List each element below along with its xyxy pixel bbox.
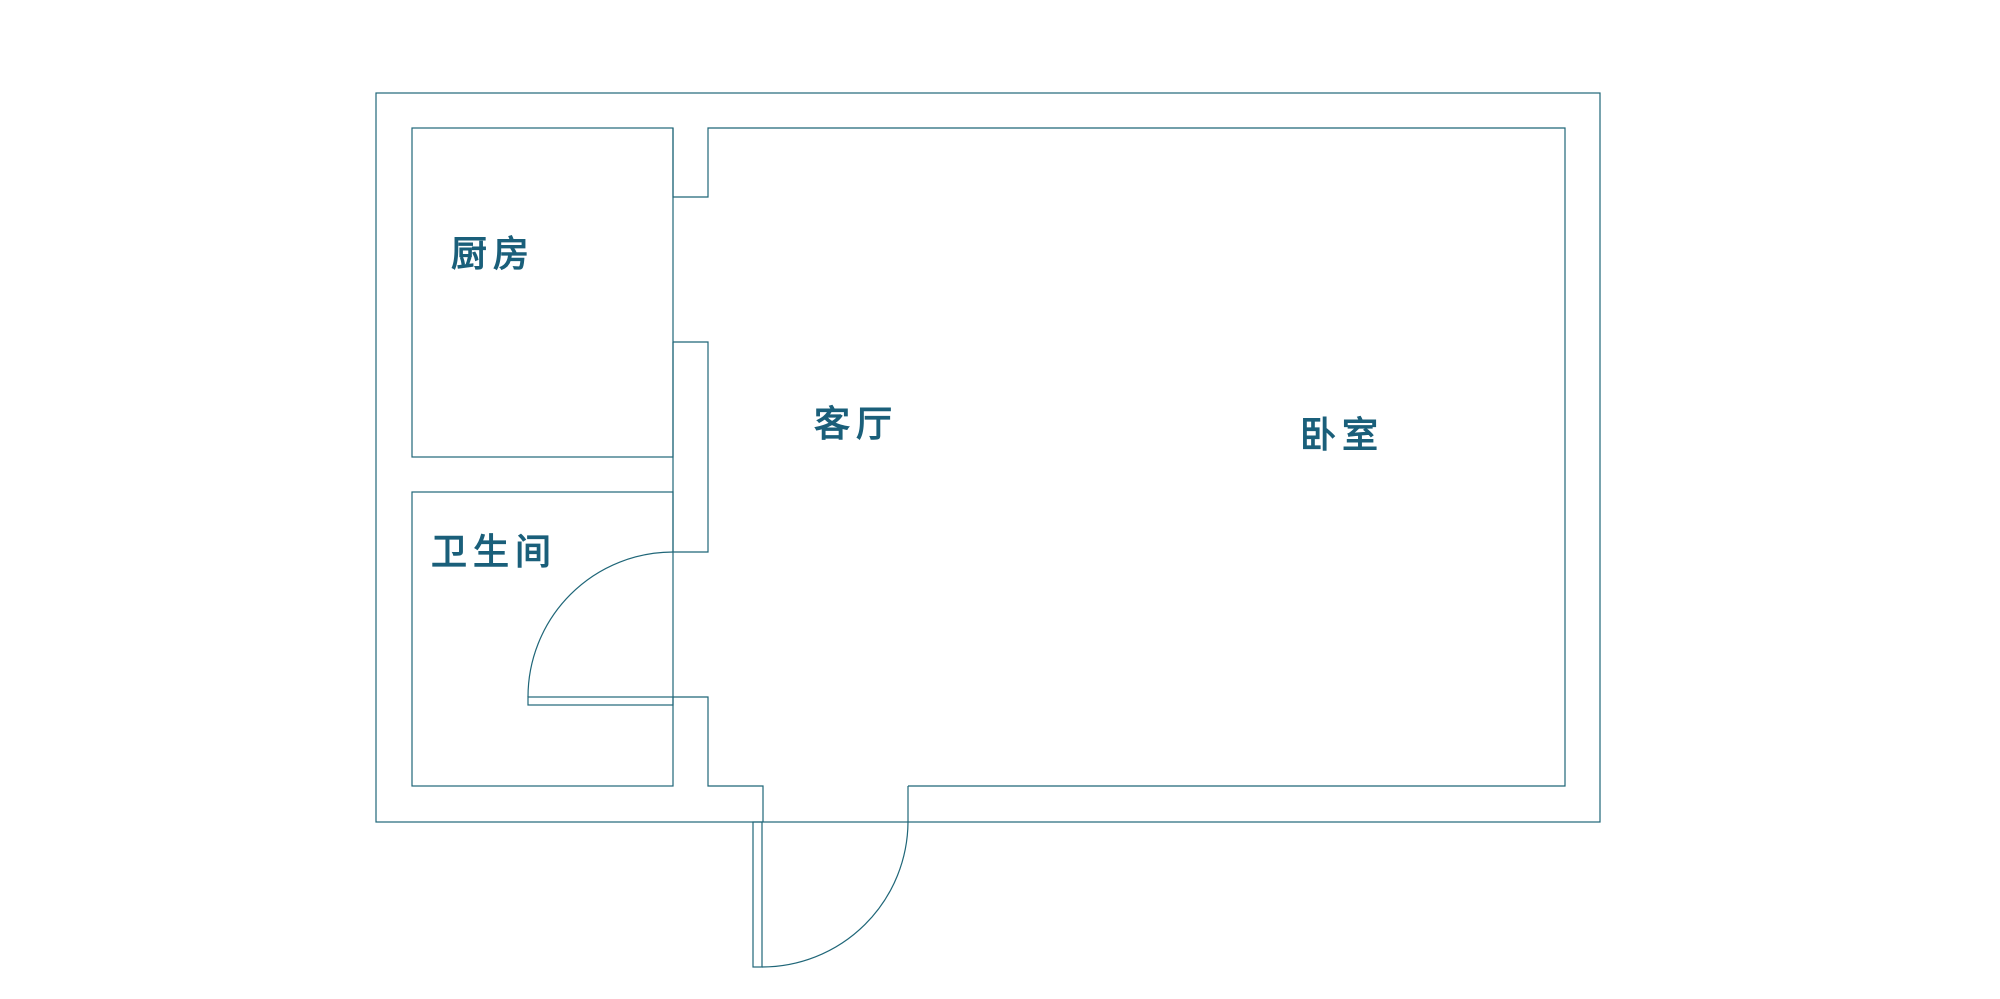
bathroom-room-outline: [411, 491, 674, 787]
main-room-outline: [672, 127, 1566, 787]
room-label-bathroom: 卫生间: [431, 532, 557, 573]
bathroom-door-jamb: [673, 696, 764, 822]
room-label-bedroom: 卧室: [1300, 415, 1384, 456]
room-label-kitchen: 厨房: [451, 234, 535, 275]
partition-wall: [672, 341, 709, 553]
room-labels: 厨房 客厅 卧室 卫生间: [431, 234, 1384, 573]
bathroom-door-swing: [527, 551, 674, 698]
outer-wall: [375, 92, 1601, 823]
walls: [375, 92, 1601, 968]
room-label-living-room: 客厅: [814, 404, 898, 445]
bathroom-door-leaf: [527, 696, 674, 706]
entrance-door-swing: [761, 821, 909, 968]
entrance-door-leaf: [752, 821, 763, 968]
kitchen-room-outline: [411, 127, 674, 458]
